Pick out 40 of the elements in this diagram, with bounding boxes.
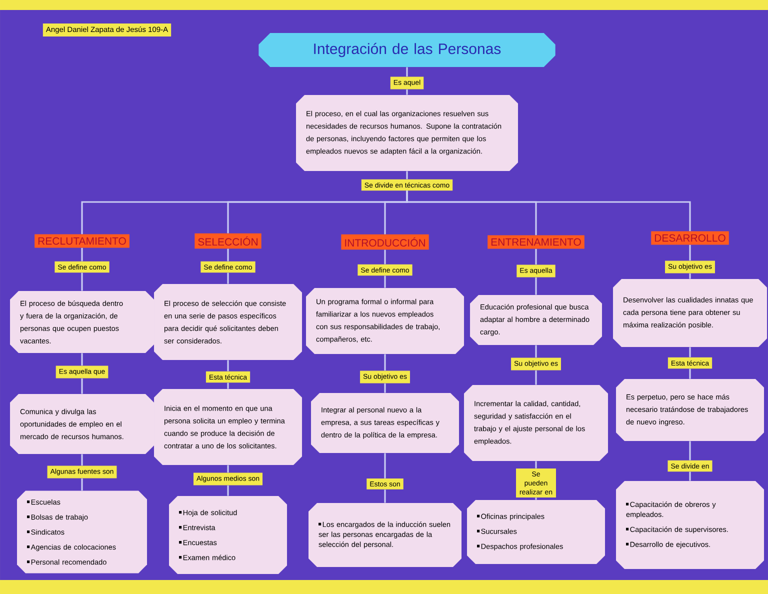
connector-line [535,345,537,358]
connector-line [81,454,83,466]
connector-line [227,382,229,389]
connector-line [689,273,691,279]
connector-line [406,171,408,180]
connector-line [689,472,691,481]
connector-line [81,248,83,262]
connector-line [535,248,537,265]
connector-line [384,383,386,393]
connector-line [384,250,386,264]
connector-line [689,347,691,358]
header-label: ENTRENAMIENTO [488,235,584,249]
connector-line [384,276,386,288]
connector-line [689,244,691,261]
connector-line [81,353,83,366]
connector-line [384,453,386,478]
connector-line [406,67,408,77]
connector-line [227,485,229,496]
connector-line [406,190,691,232]
connector-line [535,498,537,500]
header-label: INTRODUCCIÓN [341,234,429,250]
connector-line [406,89,408,95]
connector-line [227,272,229,284]
connector-line [689,368,691,379]
header-label: SELECCIÓN [194,233,262,249]
connector-line [384,490,386,503]
title-banner: Integración de las Personas [258,33,556,67]
connector-line [227,465,229,473]
header-label: DESARROLLO [651,231,729,245]
connector-line [384,354,386,371]
connector-line [535,277,537,295]
connector-line [535,461,537,468]
connector-line [81,378,83,394]
connector-line [689,441,691,460]
connector-line [81,272,83,291]
header-label: RECLUTAMIENTO [34,234,130,248]
connector-line [227,360,229,372]
connector-line [535,370,537,385]
connector-line [81,478,83,491]
connector-line [227,248,229,262]
